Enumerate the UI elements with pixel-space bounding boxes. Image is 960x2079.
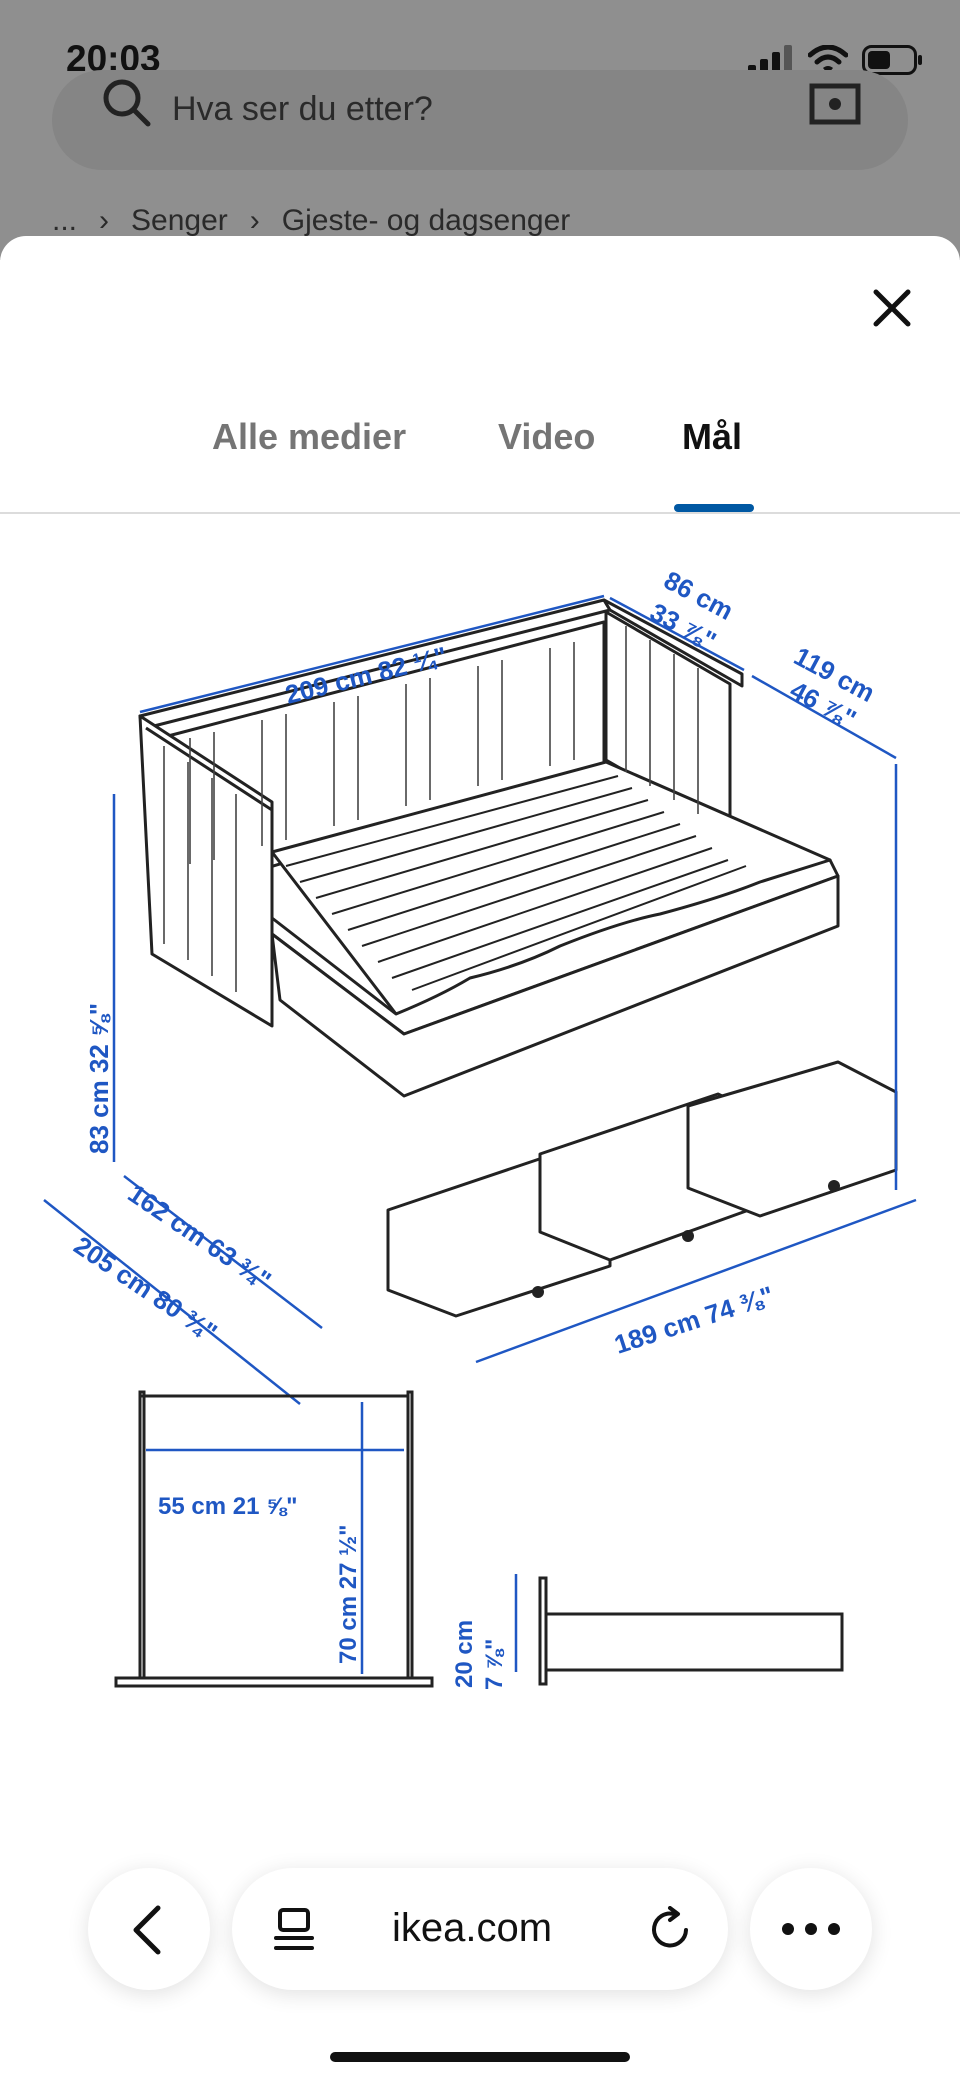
tab-mal[interactable]: Mål xyxy=(682,416,743,457)
tab-alle-medier[interactable]: Alle medier xyxy=(212,416,407,457)
breadcrumb-gjeste-dagsenger: Gjeste- og dagsenger xyxy=(281,204,571,237)
browser-toolbar: ikea.com xyxy=(0,1860,960,2000)
breadcrumb-chevron-icon: › xyxy=(249,204,260,237)
tabs-divider xyxy=(0,512,960,514)
label-height: 83 cm 32 ⅝" xyxy=(84,1003,114,1154)
chevron-left-icon xyxy=(133,1905,161,1955)
media-tabs: Alle medier Video Mål xyxy=(0,416,960,514)
background-page: 20:03 Hva ser du etter? xyxy=(0,0,960,260)
drawer-knobs xyxy=(532,1180,840,1298)
background-search-placeholder: Hva ser du etter? xyxy=(172,90,433,128)
label-bed-width: 55 cm 21 ⅝" xyxy=(158,1493,297,1520)
close-icon[interactable] xyxy=(864,280,920,336)
reload-icon[interactable] xyxy=(648,1906,694,1952)
url-text[interactable]: ikea.com xyxy=(392,1906,553,1950)
dimension-lines xyxy=(43,594,917,1674)
slats xyxy=(285,775,747,991)
vertical-spindles xyxy=(163,626,699,992)
label-drawer-height-in: 7 ⅞" xyxy=(481,1639,508,1690)
label-bed-height: 70 cm 27 ½" xyxy=(335,1525,362,1664)
background-breadcrumb: ... › Senger › Gjeste- og dagsenger xyxy=(52,204,570,238)
side-view-drawing xyxy=(114,1390,844,1688)
active-tab-indicator xyxy=(674,504,754,512)
more-horizontal-icon xyxy=(782,1923,840,1935)
more-options-button[interactable] xyxy=(750,1868,872,1990)
status-bar: 20:03 xyxy=(0,0,960,112)
breadcrumb-chevron-icon: › xyxy=(99,204,110,237)
status-icons xyxy=(748,40,924,80)
battery-icon xyxy=(862,45,922,75)
label-drawer-length: 189 cm 74 ⅜" xyxy=(611,1280,778,1360)
address-bar[interactable]: ikea.com xyxy=(232,1868,728,1990)
camera-icon xyxy=(809,83,861,125)
label-drawer-height-cm: 20 cm xyxy=(451,1620,478,1688)
background-search-bar: Hva ser du etter? xyxy=(52,70,908,170)
daybed-line-drawing xyxy=(138,598,898,1318)
search-icon xyxy=(103,79,151,127)
breadcrumb-ellipsis: ... xyxy=(52,204,78,237)
page-menu-icon[interactable] xyxy=(272,1906,318,1952)
drawer-right xyxy=(686,1060,898,1218)
breadcrumb-senger: Senger xyxy=(131,204,228,237)
back-button[interactable] xyxy=(88,1868,210,1990)
home-indicator xyxy=(330,2052,630,2062)
tab-video[interactable]: Video xyxy=(498,416,596,457)
media-modal: Alle medier Video Mål xyxy=(0,236,960,2079)
dimensions-diagram: 209 cm 82 ¼" 86 cm 33 ⅞" 119 cm 46 ⅞" 83… xyxy=(43,565,917,1690)
